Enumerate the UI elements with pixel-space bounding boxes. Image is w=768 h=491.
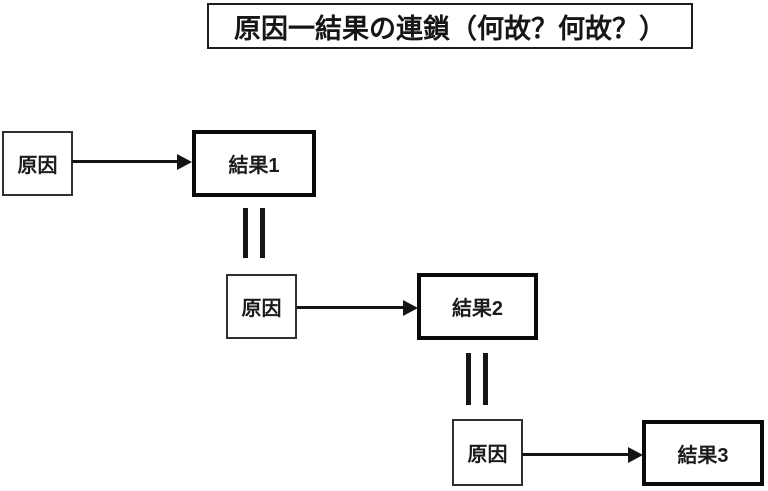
node-result-1: 結果1 — [192, 130, 316, 197]
arrow-cause2-to-result2 — [297, 300, 418, 316]
node-result-2: 結果2 — [417, 273, 538, 340]
node-result-3-label: 結果3 — [677, 444, 729, 467]
arrow-cause3-to-result3 — [522, 447, 643, 463]
node-result-1-label: 結果1 — [228, 155, 280, 177]
arrow-line — [297, 306, 407, 309]
double-bar-connector-2 — [466, 353, 488, 405]
arrow-cause1-to-result1 — [72, 154, 192, 170]
node-cause-2: 原因 — [226, 274, 297, 339]
diagram-title-box: 原因一結果の連鎖（何故？何故？） — [207, 3, 693, 49]
node-result-2-label: 結果2 — [451, 298, 504, 320]
arrow-line — [72, 160, 181, 163]
arrowhead-icon — [403, 300, 418, 316]
diagram-title: 原因一結果の連鎖（何故？何故？） — [234, 13, 666, 44]
double-bar-connector-1 — [243, 208, 265, 258]
arrowhead-icon — [628, 447, 643, 463]
node-cause-1-label: 原因 — [17, 155, 58, 177]
node-cause-3: 原因 — [452, 419, 523, 486]
node-result-3: 結果3 — [642, 420, 764, 486]
node-cause-1: 原因 — [2, 131, 73, 196]
arrowhead-icon — [177, 154, 192, 170]
node-cause-3-label: 原因 — [467, 444, 508, 466]
node-cause-2-label: 原因 — [241, 298, 282, 320]
arrow-line — [522, 453, 632, 456]
